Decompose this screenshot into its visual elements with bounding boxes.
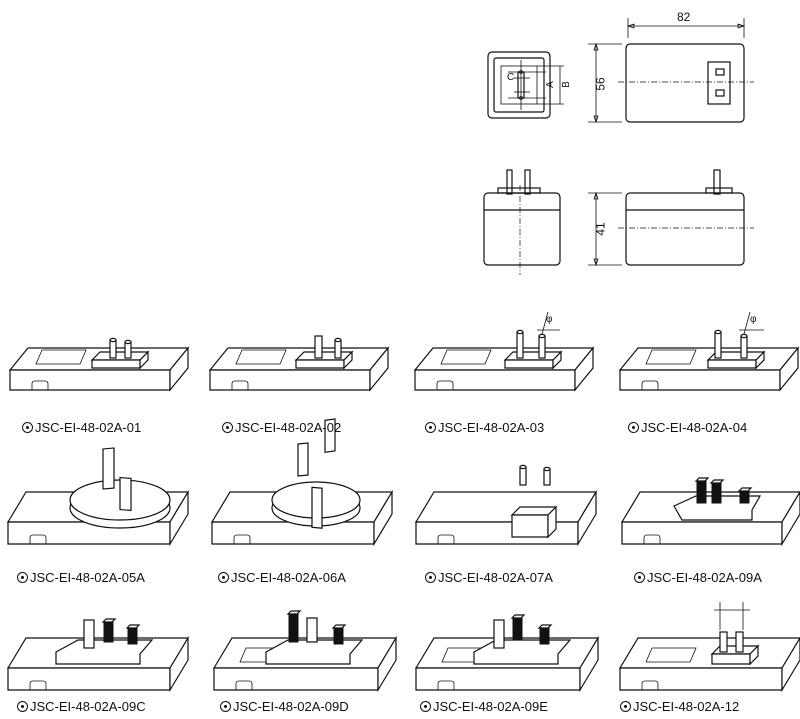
caption-model-09e: JSC-EI-48-02A-09E <box>420 699 548 714</box>
caption-model-12: JSC-EI-48-02A-12 <box>620 699 739 714</box>
caption-model-01: JSC-EI-48-02A-01 <box>22 420 141 435</box>
caption-model-04: JSC-EI-48-02A-04 <box>628 420 747 435</box>
bullet-icon <box>628 422 639 433</box>
caption-model-06a: JSC-EI-48-02A-06A <box>218 570 346 585</box>
plug-model-09e <box>414 614 600 693</box>
bullet-icon <box>17 572 28 583</box>
plug-model-06a <box>210 418 394 547</box>
bullet-icon <box>425 572 436 583</box>
plug-model-07a <box>414 464 598 547</box>
plug-model-09d <box>212 610 398 693</box>
bullet-icon <box>17 701 28 712</box>
bullet-icon <box>22 422 33 433</box>
bullet-icon <box>620 701 631 712</box>
plug-model-05a <box>6 447 190 547</box>
pin-label-c: C <box>507 72 515 83</box>
phi-label-03: φ <box>546 314 553 325</box>
caption-model-09a: JSC-EI-48-02A-09A <box>634 570 762 585</box>
side-view <box>483 169 561 275</box>
caption-model-09c: JSC-EI-48-02A-09C <box>17 699 146 714</box>
plug-model-01 <box>8 337 190 392</box>
plug-model-03 <box>413 311 595 392</box>
dimension-width: 82 <box>677 10 691 24</box>
bullet-icon <box>634 572 645 583</box>
plug-model-02 <box>208 335 390 392</box>
caption-model-02: JSC-EI-48-02A-02 <box>222 420 341 435</box>
caption-model-09d: JSC-EI-48-02A-09D <box>220 699 349 714</box>
caption-model-07a: JSC-EI-48-02A-07A <box>425 570 553 585</box>
plug-model-09a <box>620 477 800 547</box>
plug-model-09c <box>6 618 190 693</box>
plug-model-04 <box>618 311 800 392</box>
bullet-icon <box>420 701 431 712</box>
top-view <box>588 18 754 124</box>
bullet-icon <box>218 572 229 583</box>
bullet-icon <box>425 422 436 433</box>
caption-model-03: JSC-EI-48-02A-03 <box>425 420 544 435</box>
end-view <box>588 169 754 267</box>
front-view <box>487 51 564 119</box>
bullet-icon <box>220 701 231 712</box>
phi-label-04: φ <box>750 314 757 325</box>
plug-model-12 <box>618 602 800 693</box>
caption-model-05a: JSC-EI-48-02A-05A <box>17 570 145 585</box>
bullet-icon <box>222 422 233 433</box>
